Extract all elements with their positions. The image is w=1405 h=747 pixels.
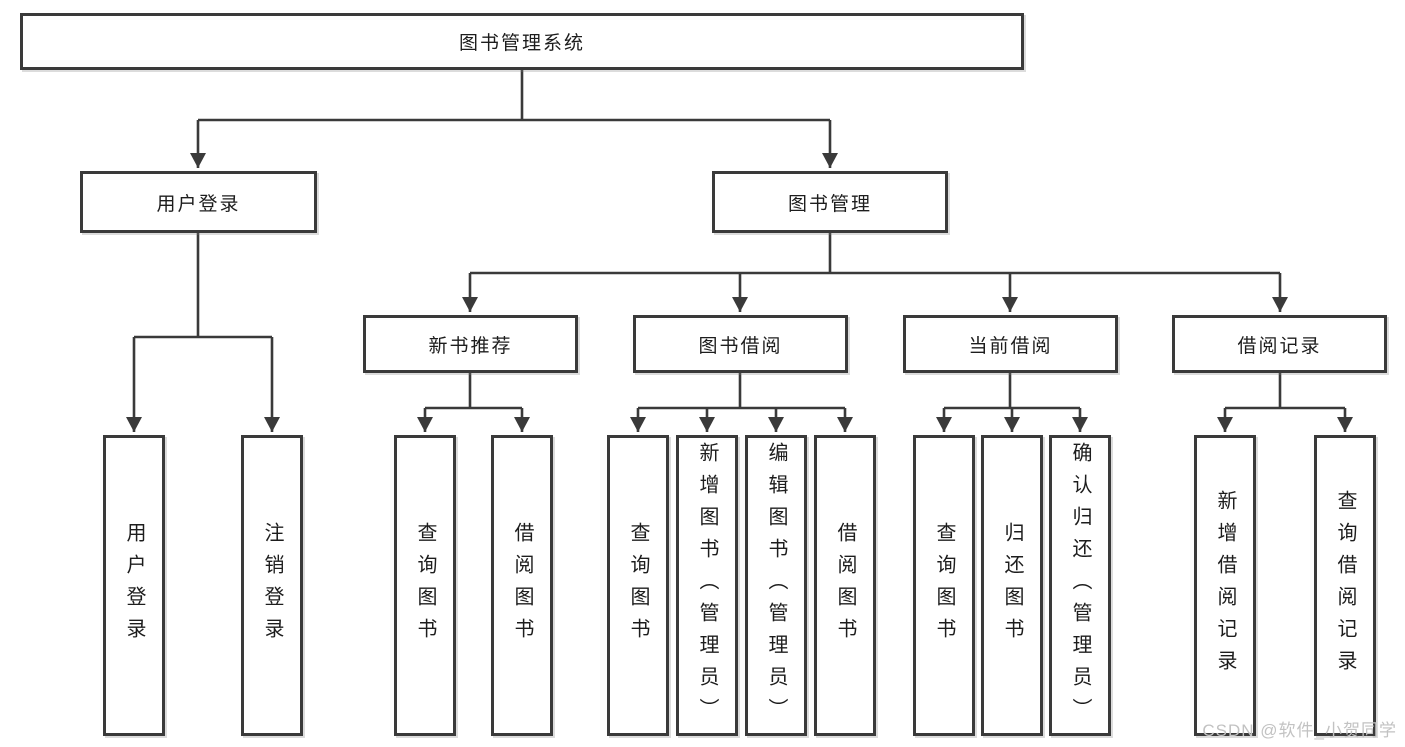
leaf-logout: 注销登录	[241, 435, 303, 736]
node-label: 用户登录	[123, 521, 145, 650]
node-label: 图书借阅	[698, 335, 783, 357]
node-label: 查询图书	[627, 521, 649, 650]
node-label: 查询图书	[933, 521, 955, 650]
node-label: 新增图书（管理员）	[696, 441, 718, 730]
csdn-watermark: CSDN @软件_小贺同学	[1202, 721, 1397, 740]
node-current-borrowing: 当前借阅	[903, 315, 1118, 373]
leaf-add-borrow-record: 新增借阅记录	[1194, 435, 1256, 736]
node-label: 查询图书	[414, 521, 436, 650]
node-label: 新书推荐	[428, 335, 513, 357]
node-label: 编辑图书（管理员）	[765, 441, 787, 730]
leaf-confirm-return-admin: 确认归还（管理员）	[1049, 435, 1111, 736]
node-label: 归还图书	[1001, 521, 1023, 650]
node-book-borrowing: 图书借阅	[633, 315, 848, 373]
node-label: 图书管理	[787, 193, 872, 215]
node-label: 借阅图书	[511, 521, 533, 650]
leaf-borrowing-query-books: 查询图书	[607, 435, 669, 736]
leaf-user-login: 用户登录	[103, 435, 165, 736]
node-user-login: 用户登录	[80, 171, 317, 233]
leaf-add-books-admin: 新增图书（管理员）	[676, 435, 738, 736]
node-label: 确认归还（管理员）	[1069, 441, 1091, 730]
node-new-book-recommend: 新书推荐	[363, 315, 578, 373]
leaf-query-borrow-record: 查询借阅记录	[1314, 435, 1376, 736]
node-label: 用户登录	[156, 193, 241, 215]
leaf-edit-books-admin: 编辑图书（管理员）	[745, 435, 807, 736]
node-label: 当前借阅	[968, 335, 1053, 357]
leaf-return-books: 归还图书	[981, 435, 1043, 736]
leaf-current-query-books: 查询图书	[913, 435, 975, 736]
node-label: 借阅图书	[834, 521, 856, 650]
leaf-newbook-borrow-books: 借阅图书	[491, 435, 553, 736]
leaf-borrowing-borrow-books: 借阅图书	[814, 435, 876, 736]
node-label: 查询借阅记录	[1334, 489, 1356, 682]
leaf-newbook-query-books: 查询图书	[394, 435, 456, 736]
node-label: 注销登录	[261, 521, 283, 650]
node-borrowing-records: 借阅记录	[1172, 315, 1387, 373]
node-label: 图书管理系统	[458, 33, 585, 54]
node-book-management: 图书管理	[712, 171, 948, 233]
node-label: 借阅记录	[1237, 335, 1322, 357]
node-root-library-system: 图书管理系统	[20, 13, 1024, 70]
node-label: 新增借阅记录	[1214, 489, 1236, 682]
